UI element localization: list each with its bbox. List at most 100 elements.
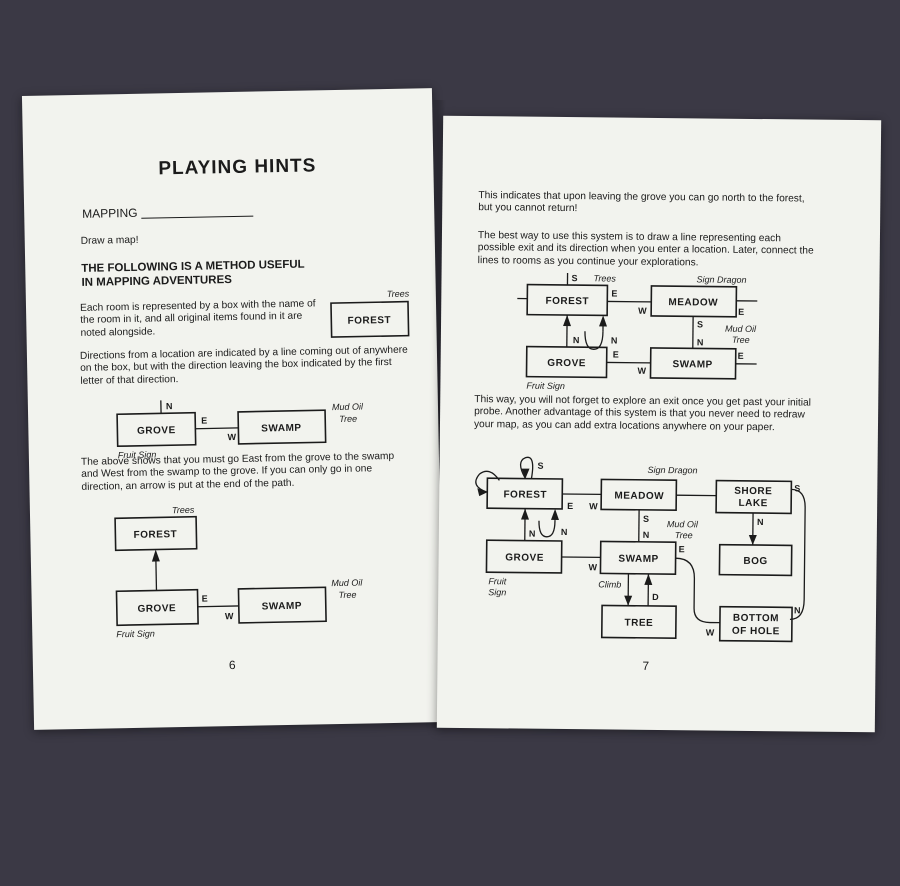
path-grove-swamp bbox=[195, 427, 239, 430]
item-tree-5: Tree bbox=[675, 530, 693, 540]
left-diagrams: Trees FOREST N GROVE E W SWAMP Mud Oil T… bbox=[114, 289, 410, 640]
dir-e-r2: E bbox=[613, 350, 619, 360]
arrow-loop bbox=[599, 315, 608, 327]
arrow-bog bbox=[748, 534, 757, 545]
path-grove-forest bbox=[155, 559, 158, 591]
room-meadow-label: MEADOW bbox=[668, 297, 718, 309]
arrow-forest-5 bbox=[520, 508, 529, 520]
loop-forest-bottom bbox=[538, 520, 556, 538]
room-swamp-5-label: SWAMP bbox=[618, 554, 658, 565]
room-swamp bbox=[237, 409, 327, 445]
loop-forest-left bbox=[475, 470, 500, 493]
diagram-one-way: Trees FOREST GROVE E W SWAMP Mud Oil Tre… bbox=[114, 505, 363, 640]
dir-e-2: E bbox=[202, 594, 208, 604]
path-grove-swamp-2 bbox=[197, 605, 239, 608]
item-sign-dragon-5: Sign Dragon bbox=[647, 465, 697, 476]
room-forest bbox=[330, 300, 410, 338]
dir-n-r: N bbox=[573, 335, 580, 345]
room-shore-label2: LAKE bbox=[738, 498, 767, 509]
room-grove-r bbox=[525, 345, 608, 379]
room-tree-label: TREE bbox=[625, 618, 654, 629]
item-tree-2: Tree bbox=[338, 590, 356, 600]
dir-s-m5: S bbox=[643, 514, 649, 524]
dir-n-s5: N bbox=[643, 530, 650, 540]
item-tree: Tree bbox=[339, 414, 357, 424]
dir-w-r: W bbox=[638, 306, 647, 316]
item-sign-5: Sign bbox=[488, 587, 506, 597]
dir-n-swamp: N bbox=[697, 337, 704, 347]
item-fruit-sign: Fruit Sign bbox=[118, 449, 157, 460]
right-page: This indicates that upon leaving the gro… bbox=[436, 115, 882, 733]
room-forest-2 bbox=[114, 515, 198, 552]
dir-e-swamp: E bbox=[738, 351, 744, 361]
room-bog bbox=[718, 543, 793, 577]
room-meadow-5-label: MEADOW bbox=[614, 491, 664, 503]
arrow-up bbox=[151, 549, 160, 562]
dir-n-f5b: N bbox=[561, 527, 568, 537]
room-forest-label: FOREST bbox=[347, 315, 391, 327]
room-swamp-2-label: SWAMP bbox=[262, 601, 302, 613]
dir-w-r2: W bbox=[638, 366, 647, 376]
arrow-loop-left bbox=[477, 488, 488, 497]
arrow-forest bbox=[563, 315, 572, 327]
dir-s-meadow: S bbox=[697, 319, 703, 329]
dir-d: D bbox=[652, 592, 659, 602]
dir-s-f5: S bbox=[538, 461, 544, 471]
dir-s: S bbox=[571, 273, 577, 283]
dir-e: E bbox=[201, 415, 207, 425]
item-sign-dragon: Sign Dragon bbox=[696, 274, 746, 285]
diagram-full-map: S FOREST E W Sign Dragon MEADOW SHORE LA… bbox=[475, 456, 806, 643]
right-diagrams: S Trees FOREST E W Sign Dragon MEADOW E … bbox=[475, 273, 806, 643]
path-shore-bottom bbox=[789, 488, 806, 621]
item-trees-2: Trees bbox=[172, 505, 195, 515]
room-bottom-label2: OF HOLE bbox=[732, 626, 780, 638]
room-grove-2-label: GROVE bbox=[137, 603, 176, 615]
dir-w-2: W bbox=[225, 611, 234, 621]
item-trees: Trees bbox=[387, 289, 410, 299]
item-trees-r: Trees bbox=[593, 273, 616, 283]
dir-e-f5: E bbox=[567, 501, 573, 511]
room-forest-r-label: FOREST bbox=[545, 296, 589, 307]
dir-n-f5: N bbox=[529, 529, 536, 539]
item-mud-oil: Mud Oil bbox=[332, 401, 364, 412]
room-grove-5-label: GROVE bbox=[505, 552, 544, 563]
dir-w-s5: W bbox=[588, 562, 597, 572]
path-swamp-bottom bbox=[675, 557, 720, 624]
diagram-partial-map: S Trees FOREST E W Sign Dragon MEADOW E … bbox=[517, 273, 758, 391]
item-fruit-5: Fruit bbox=[488, 576, 507, 586]
item-fruit-sign-2: Fruit Sign bbox=[116, 629, 155, 640]
dir-n-bottom-r: N bbox=[794, 605, 801, 615]
dir-n: N bbox=[166, 401, 173, 411]
room-shore-label1: SHORE bbox=[734, 486, 772, 497]
room-swamp-r-label: SWAMP bbox=[672, 359, 712, 370]
room-swamp-label: SWAMP bbox=[261, 423, 301, 435]
room-forest-2-label: FOREST bbox=[134, 529, 178, 541]
dir-e-s5: E bbox=[679, 544, 685, 554]
room-grove-r-label: GROVE bbox=[547, 358, 586, 369]
item-fruit-sign-r: Fruit Sign bbox=[526, 381, 565, 391]
item-mud-oil-r: Mud Oil bbox=[725, 324, 757, 334]
loop-forest bbox=[584, 331, 604, 350]
diagram-forest-box: Trees FOREST bbox=[330, 289, 410, 338]
dir-w: W bbox=[227, 432, 236, 442]
dir-s-shore: S bbox=[794, 483, 800, 493]
arrow-swamp-up bbox=[644, 573, 653, 585]
arrow-tree-down bbox=[624, 595, 633, 606]
loop-forest-top bbox=[519, 456, 534, 479]
dir-n-r2: N bbox=[611, 335, 618, 345]
dir-w-m5: W bbox=[589, 501, 598, 511]
left-page: PLAYING HINTS MAPPING Draw a map! THE FO… bbox=[21, 88, 445, 730]
arrow-loop-bottom bbox=[550, 508, 559, 520]
room-forest-5-label: FOREST bbox=[503, 489, 547, 500]
dir-n-shore: N bbox=[757, 517, 764, 527]
arrow-loop-top bbox=[521, 468, 530, 479]
dir-e-meadow: E bbox=[738, 307, 744, 317]
dir-e-r: E bbox=[611, 288, 617, 298]
item-mud-oil-2: Mud Oil bbox=[331, 578, 363, 589]
room-swamp-r bbox=[649, 347, 737, 380]
room-grove-label: GROVE bbox=[137, 425, 176, 437]
room-bottom-of-hole bbox=[718, 605, 793, 643]
room-tree bbox=[600, 604, 677, 639]
dir-w-bottom: W bbox=[706, 628, 715, 638]
item-climb: Climb bbox=[598, 579, 621, 589]
